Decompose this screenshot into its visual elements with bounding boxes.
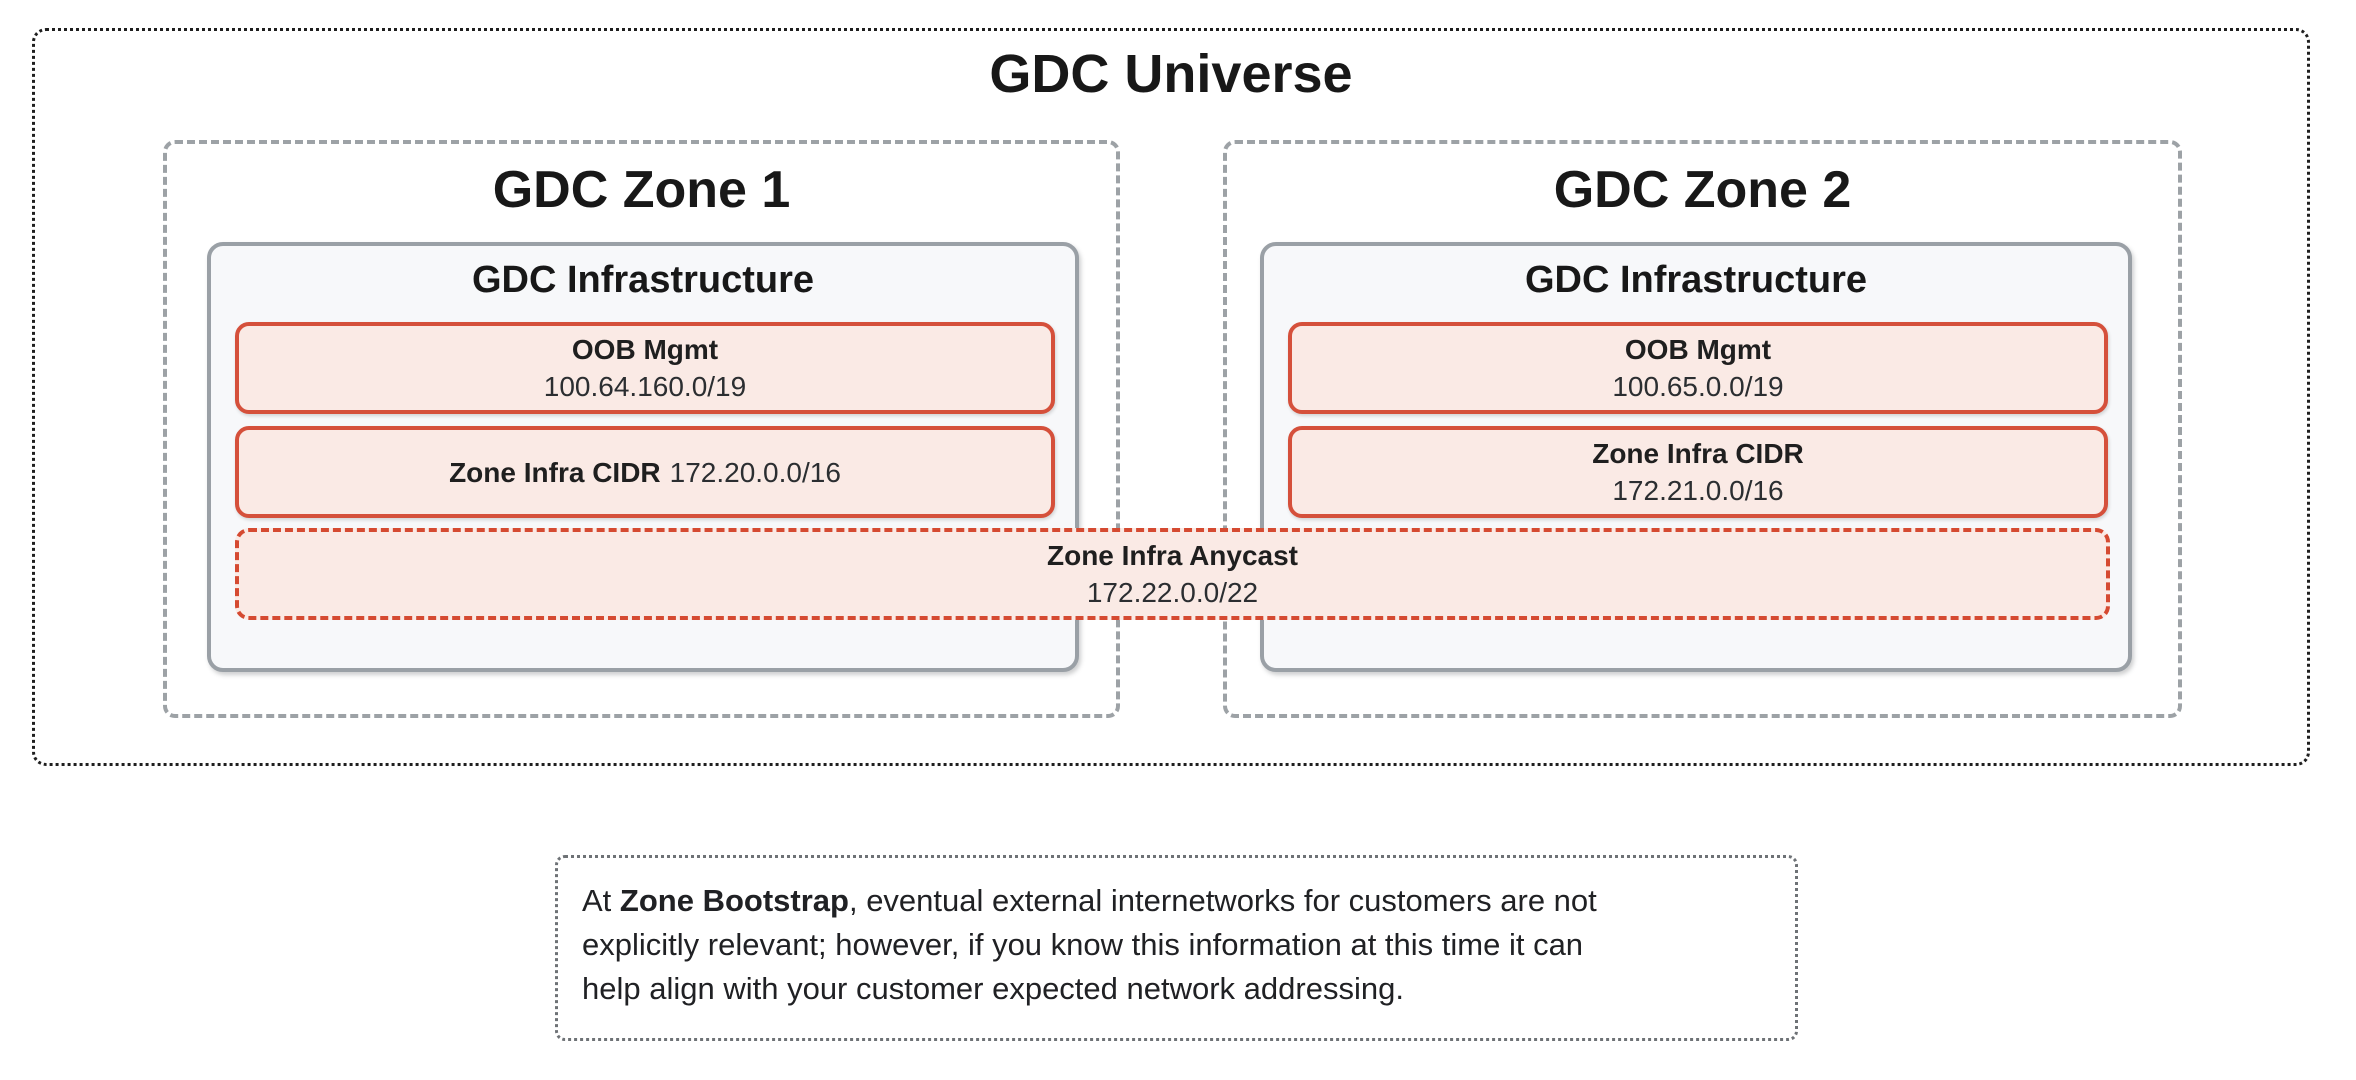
- zone2-oob-mgmt-cidr: 100.65.0.0/19: [1612, 371, 1784, 402]
- zone1-infra-cidr-value: 172.20.0.0/16: [669, 456, 841, 488]
- note-line-1-rest: , eventual external internetworks for cu…: [848, 883, 1597, 918]
- zone-bootstrap-note: At Zone Bootstrap, eventual external int…: [555, 855, 1798, 1041]
- note-line-3: help align with your customer expected n…: [582, 971, 1404, 1006]
- gdc-zone1-title: GDC Zone 1: [492, 161, 791, 219]
- zone1-oob-mgmt-label: OOB Mgmt: [571, 334, 719, 365]
- note-line-2: explicitly relevant; however, if you kno…: [582, 927, 1584, 962]
- gdc-zone1-container: GDC Zone 1: [163, 140, 1120, 718]
- zone-infra-anycast-cidr: 172.22.0.0/22: [1086, 577, 1259, 608]
- zone1-oob-mgmt-cidr: 100.64.160.0/19: [543, 371, 747, 402]
- gdc-zone2-title: GDC Zone 2: [1553, 161, 1852, 219]
- zone2-infra-cidr-label: Zone Infra CIDR: [1592, 438, 1804, 469]
- zone1-infra-cidr-box: Zone Infra CIDR 172.20.0.0/16: [235, 426, 1055, 518]
- zone2-infra-cidr-value: 172.21.0.0/16: [1612, 475, 1784, 506]
- gdc-universe-title: GDC Universe: [989, 44, 1353, 104]
- gdc-zone2-infrastructure-title: GDC Infrastructure: [1524, 259, 1868, 301]
- note-line-1: At Zone Bootstrap, eventual external int…: [582, 879, 1771, 923]
- zone-infra-anycast-label: Zone Infra Anycast: [1046, 540, 1298, 571]
- zone1-oob-mgmt-box: OOB Mgmt 100.64.160.0/19: [235, 322, 1055, 414]
- note-line-1-bold: Zone Bootstrap: [619, 883, 849, 918]
- gdc-zone2-container: GDC Zone 2: [1223, 140, 2182, 718]
- zone2-infra-cidr-box: Zone Infra CIDR 172.21.0.0/16: [1288, 426, 2108, 518]
- gdc-zone1-infrastructure-title: GDC Infrastructure: [471, 259, 815, 301]
- zone-infra-anycast-box: Zone Infra Anycast 172.22.0.0/22: [235, 528, 2110, 620]
- zone2-oob-mgmt-box: OOB Mgmt 100.65.0.0/19: [1288, 322, 2108, 414]
- zone2-oob-mgmt-label: OOB Mgmt: [1624, 334, 1772, 365]
- zone1-infra-cidr-label: Zone Infra CIDR: [449, 456, 661, 488]
- gdc-universe-container: [32, 28, 2310, 766]
- note-line-1-prefix: At: [582, 883, 620, 918]
